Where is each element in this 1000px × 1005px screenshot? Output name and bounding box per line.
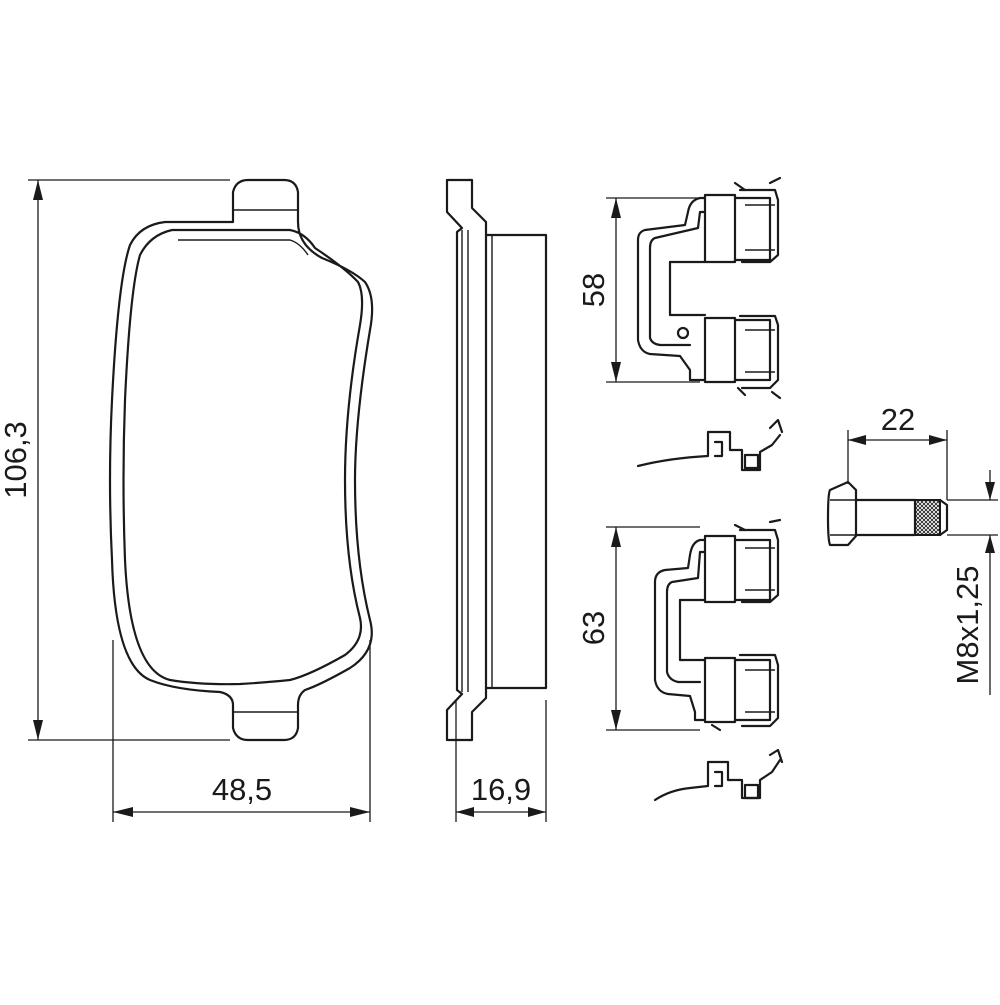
backing-plate-outline: [108, 178, 374, 742]
bolt-head: [826, 480, 858, 547]
clip-upper-body: [636, 196, 707, 382]
dim-label-63: 63: [576, 611, 611, 645]
dimension-clip-upper: 58: [576, 197, 700, 383]
bolt-shank: [854, 498, 917, 537]
guide-bolt: [826, 480, 949, 547]
dimension-bolt-length: 22: [847, 402, 948, 500]
dim-label-48-5: 48,5: [212, 772, 272, 807]
clip-lower-tab-top: [703, 534, 737, 604]
dim-label-106-3: 106,3: [0, 421, 33, 499]
dimension-pad-width: 48,5: [112, 640, 371, 822]
brake-pad-side-view: [445, 178, 548, 742]
clip-lower-body: [653, 538, 707, 722]
friction-material-outline: [122, 228, 364, 686]
anti-rattle-clip-lower: [653, 518, 782, 732]
clip-lower-tab-bottom: [703, 656, 737, 724]
clip-upper-side-profile: [636, 418, 784, 472]
clip-upper-tab-bottom: [703, 316, 737, 384]
dimension-pad-thickness: 16,9: [455, 700, 547, 822]
dim-label-16-9: 16,9: [471, 772, 531, 807]
dimension-pad-height: 106,3: [0, 179, 230, 741]
dimension-bolt-thread: M8x1,25: [947, 470, 998, 695]
backing-plate-side: [445, 178, 488, 742]
dim-label-58: 58: [576, 273, 611, 307]
clip-upper-tab-top: [703, 193, 737, 264]
dimension-clip-lower: 63: [576, 526, 700, 731]
bolt-thread: [914, 499, 941, 536]
friction-block-side: [484, 233, 548, 690]
friction-inner-edge: [178, 239, 309, 256]
dim-label-22: 22: [881, 402, 915, 437]
anti-rattle-clip-upper: [636, 176, 782, 400]
dim-label-m8x1-25: M8x1,25: [950, 566, 985, 685]
clip-lower-side-profile: [653, 748, 784, 802]
brake-pad-front-view: [108, 178, 374, 742]
